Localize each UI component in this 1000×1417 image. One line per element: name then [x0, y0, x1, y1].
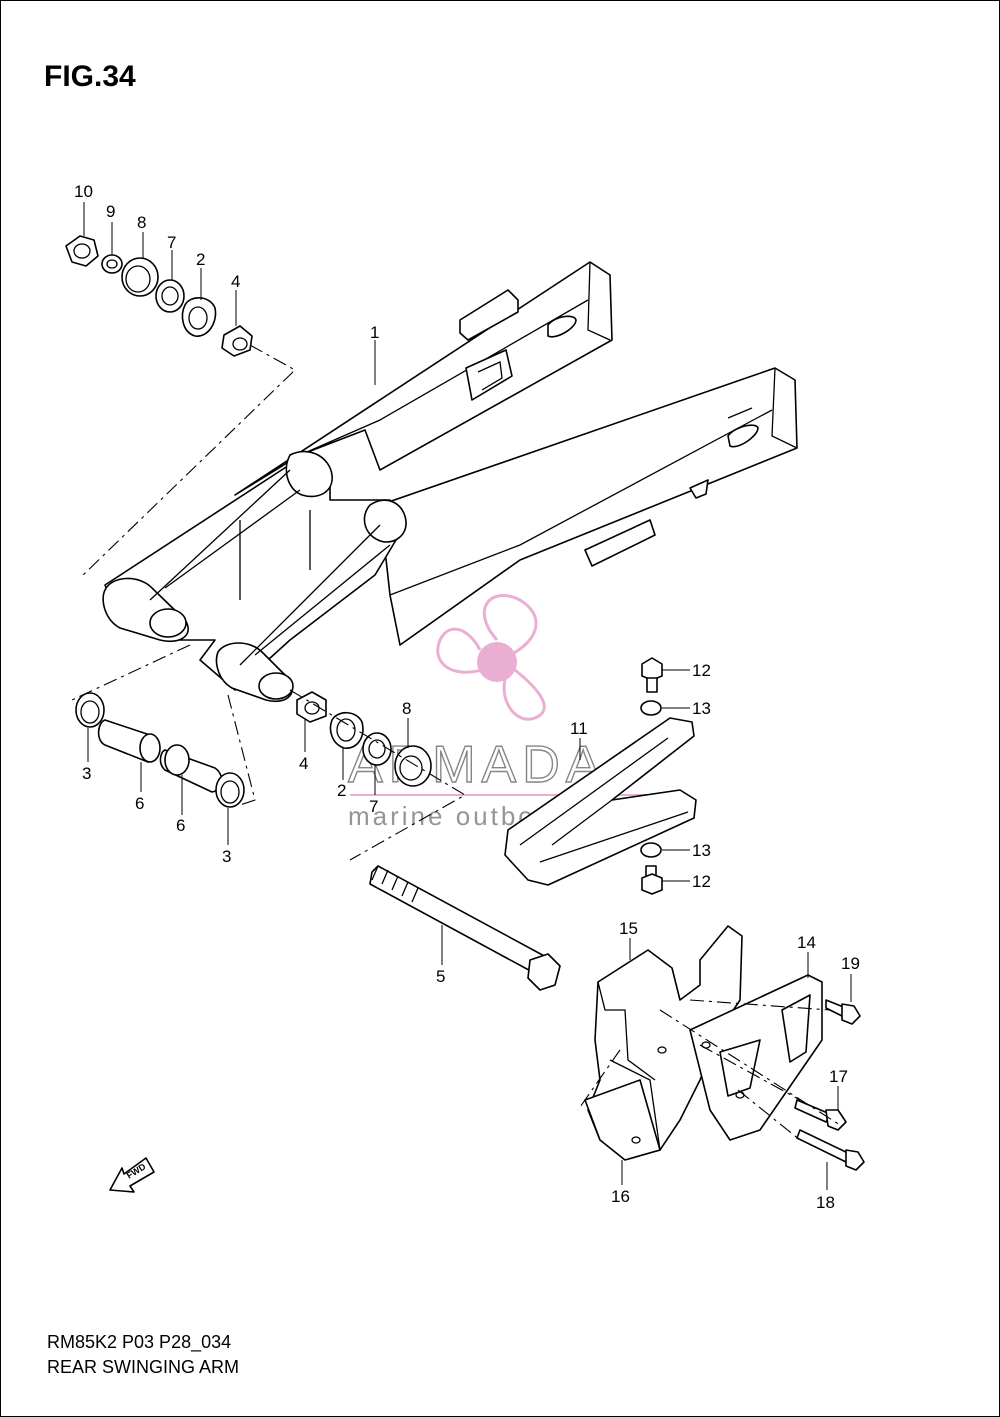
- swing-arm-part-1: [102, 261, 798, 702]
- callout-12-top: 12: [692, 661, 711, 680]
- callout-10: 10: [74, 182, 93, 201]
- callout-15: 15: [619, 919, 638, 938]
- bolt-12-upper: [641, 657, 663, 693]
- bolt-18: [796, 1129, 865, 1171]
- chain-slider-part-11: [504, 717, 697, 886]
- callout-8-bottom: 8: [402, 699, 411, 718]
- callout-5: 5: [436, 967, 445, 986]
- callout-3-right: 3: [222, 847, 231, 866]
- callout-7-top: 7: [167, 233, 176, 252]
- callout-6-right: 6: [176, 816, 185, 835]
- figure-title: FIG.34: [44, 60, 136, 93]
- fwd-arrow-icon: FWD: [109, 1157, 155, 1193]
- pivot-shaft-part-5: [369, 865, 561, 991]
- callout-7-bottom: 7: [369, 797, 378, 816]
- leader-lines: [83, 202, 852, 1190]
- pivot-hardware-stack-top: [65, 235, 253, 357]
- callout-4-top: 4: [231, 272, 240, 291]
- callout-3-left: 3: [82, 764, 91, 783]
- callout-4-bottom: 4: [299, 754, 308, 773]
- callout-2-top: 2: [196, 250, 205, 269]
- callout-1: 1: [370, 323, 379, 342]
- pivot-hardware-stack-bottom: [296, 691, 432, 787]
- callout-2-bottom: 2: [337, 781, 346, 800]
- callout-12-bottom: 12: [692, 872, 711, 891]
- callout-6-left: 6: [135, 794, 144, 813]
- armada-logo-watermark: ARMADA marine outboards: [347, 594, 650, 831]
- bolt-12-lower: [641, 865, 663, 895]
- callout-13-top: 13: [692, 699, 711, 718]
- callout-8-top: 8: [137, 213, 146, 232]
- callout-11: 11: [570, 719, 588, 738]
- callout-18: 18: [816, 1193, 835, 1212]
- chain-guide-assembly: [584, 925, 823, 1161]
- washer-13-lower: [640, 842, 662, 858]
- callout-14: 14: [797, 933, 816, 952]
- callout-labels: 10 9 8 7 2 4 1 12 13 11 8 3 6 6 3 4 2 7 …: [74, 182, 860, 1212]
- callout-9: 9: [106, 202, 115, 221]
- figure-code: RM85K2 P03 P28_034: [47, 1332, 232, 1352]
- callout-19: 19: [841, 954, 860, 973]
- callout-13-bottom: 13: [692, 841, 711, 860]
- washer-13-upper: [640, 700, 662, 716]
- bolt-19: [825, 999, 861, 1025]
- figure-name: REAR SWINGING ARM: [47, 1357, 240, 1377]
- callout-16: 16: [611, 1187, 630, 1206]
- pivot-bushings-lower: [75, 692, 245, 808]
- assembly-centerlines: [71, 344, 841, 1141]
- bolt-17: [794, 1099, 847, 1131]
- callout-17: 17: [829, 1067, 848, 1086]
